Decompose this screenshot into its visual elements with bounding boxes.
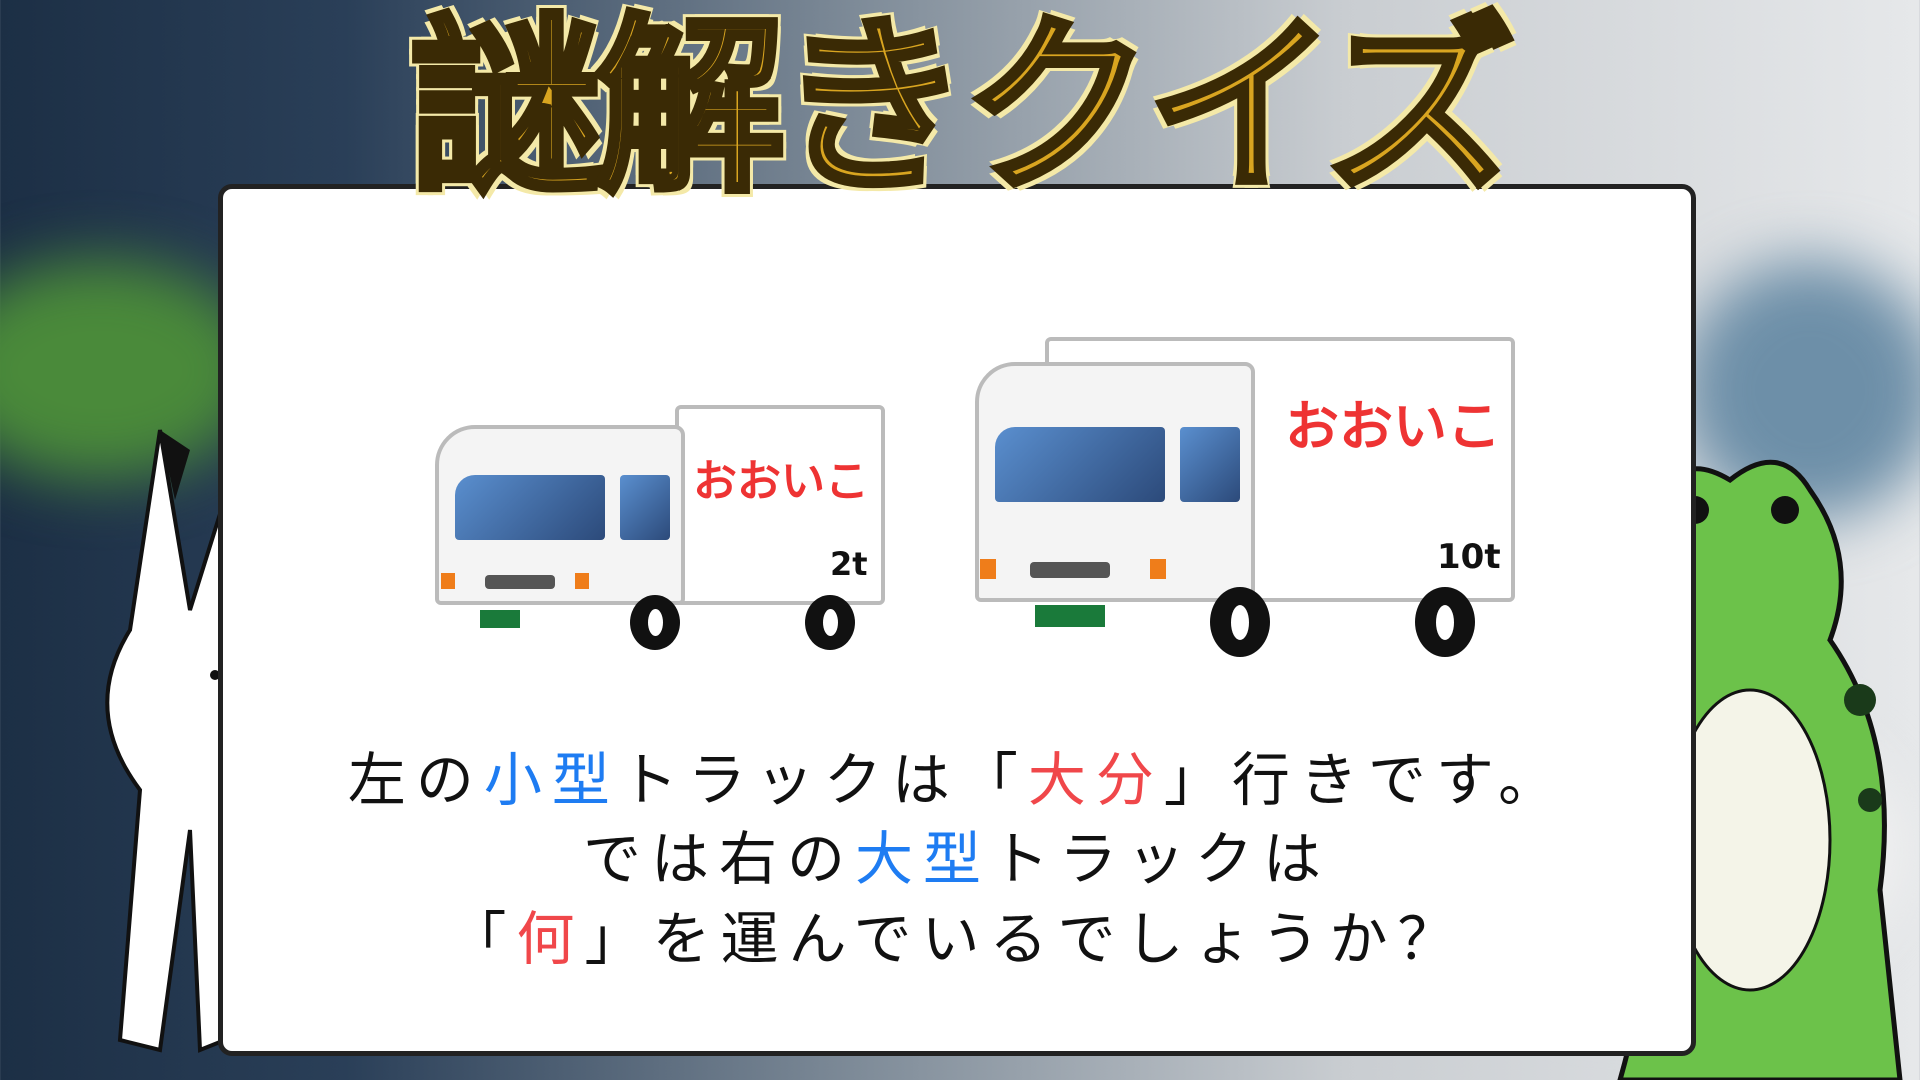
question-text: 」行きです。 [1163,746,1567,814]
truck-tonnage-label: 2t [830,545,868,583]
truck-wheel [1415,587,1475,657]
truck-side-window [1180,427,1240,502]
license-plate [1035,605,1105,627]
question-text: 「 [448,905,517,973]
truck-lamp [980,559,996,579]
question-line-3: 「何」を運んでいるでしょうか？ [218,892,1696,976]
highlight-large-type: 大型 [854,825,991,893]
truck-lamp [441,573,455,589]
question-text: トラックは「 [619,746,1028,814]
highlight-small-type: 小型 [483,746,620,814]
background-hill [0,260,260,480]
highlight-oita: 大分 [1027,746,1164,814]
truck-tonnage-label: 10t [1437,537,1501,577]
question-text: トラックは [991,825,1332,893]
quiz-title: 謎解きクイズ [408,0,1518,218]
large-truck: おおいこ 10t [975,337,1520,662]
truck-side-window [620,475,670,540]
question-line-2: では右の大型トラックは [218,812,1696,896]
question-line-1: 左の小型トラックは「大分」行きです。 [218,733,1696,817]
question-text: では右の [582,825,855,893]
truck-lamp [1150,559,1166,579]
truck-brand-label: おおいこ [693,456,869,507]
truck-windshield [995,427,1165,502]
truck-wheel [630,595,680,650]
truck-grille [1030,562,1110,578]
truck-grille [485,575,555,589]
truck-lamp [575,573,589,589]
license-plate [480,610,520,628]
small-truck: おおいこ 2t [435,405,890,655]
question-text: 左の [347,746,484,814]
highlight-what: 何 [516,905,585,973]
truck-wheel [1210,587,1270,657]
truck-wheel [805,595,855,650]
truck-brand-label: おおいこ [1285,395,1501,458]
truck-windshield [455,475,605,540]
question-text: 」を運んでいるでしょうか？ [584,905,1466,973]
